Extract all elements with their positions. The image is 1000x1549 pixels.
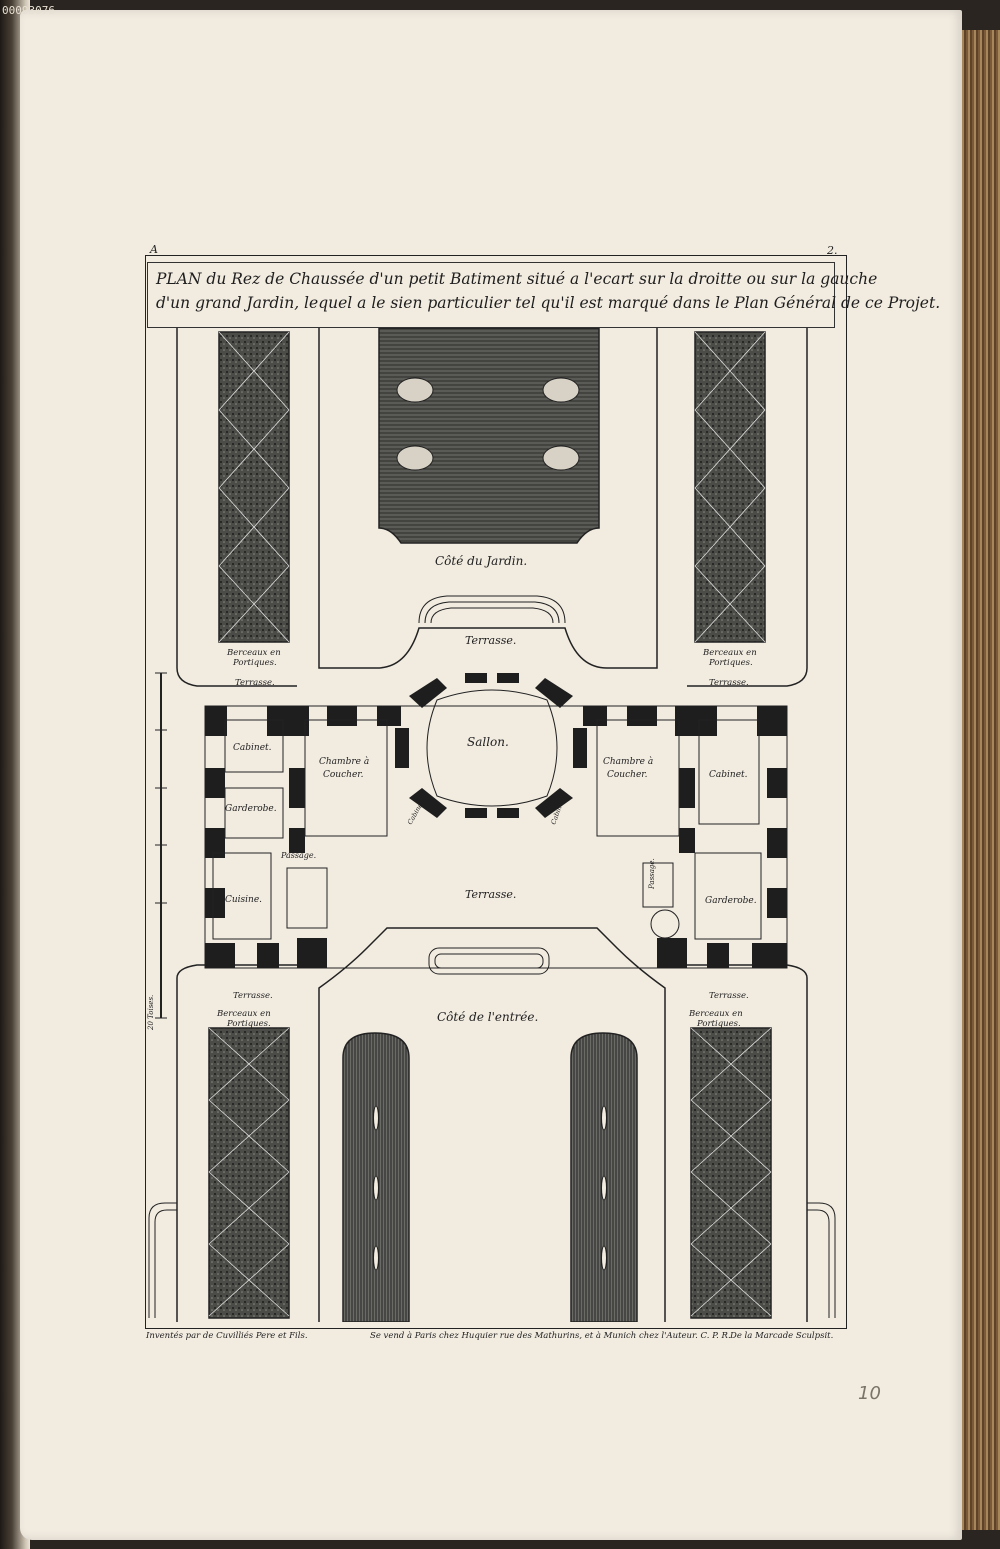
label-cabinet-left: Cabinet. <box>233 743 272 753</box>
label-berceaux-ll-1: Berceaux en <box>216 1009 271 1019</box>
label-scale: 20 Toises. <box>147 995 155 1031</box>
accession-number: 00093076 <box>2 4 55 17</box>
label-cabinet-right: Cabinet. <box>709 770 748 780</box>
label-chambre-right-2: Coucher. <box>607 770 648 780</box>
label-cuisine: Cuisine. <box>225 895 262 905</box>
label-berceaux-ul-1: Berceaux en <box>226 648 281 658</box>
label-terrasse-top: Terrasse. <box>465 634 516 647</box>
label-berceaux-lr-2: Portiques. <box>696 1019 741 1029</box>
credit-inventor: Inventés par de Cuvilliés Pere et Fils. <box>146 1331 308 1341</box>
arbour-upper-left <box>218 331 290 643</box>
building <box>204 673 788 969</box>
book-page-edges <box>960 30 1000 1530</box>
label-berceaux-ur-1: Berceaux en <box>702 648 757 658</box>
label-passage-left: Passage. <box>280 851 316 860</box>
label-chambre-left-1: Chambre à <box>319 756 369 767</box>
entrance-steps <box>428 947 550 975</box>
label-cote-entree: Côté de l'entrée. <box>437 1010 538 1024</box>
credit-publisher: Se vend à Paris chez Huquier rue des Mat… <box>370 1331 731 1341</box>
label-berceaux-ur-2: Portiques. <box>708 658 753 668</box>
plate-border <box>145 255 847 1329</box>
plate-title-line-1: PLAN du Rez de Chaussée d'un petit Batim… <box>156 270 878 288</box>
label-passage-right: Passage. <box>648 858 656 890</box>
plate-number: 2. <box>827 244 838 257</box>
label-terrasse-lr: Terrasse. <box>709 991 749 1001</box>
arbour-upper-right <box>694 331 766 643</box>
label-terrasse-ul: Terrasse. <box>235 678 275 688</box>
label-terrasse-ll: Terrasse. <box>233 991 273 1001</box>
pencil-page-number: 10 <box>858 1383 881 1404</box>
entrance-canals <box>342 1032 638 1322</box>
label-garderobe-left: Garderobe. <box>225 804 277 814</box>
garden-steps <box>418 595 566 624</box>
credit-engraver: De la Marcade Sculpsit. <box>730 1331 834 1341</box>
scale-bar <box>155 672 167 1019</box>
label-terrasse-ur: Terrasse. <box>709 678 749 688</box>
arbour-lower-right <box>690 1027 772 1319</box>
label-sallon: Sallon. <box>467 735 509 749</box>
label-berceaux-ll-2: Portiques. <box>226 1019 271 1029</box>
label-cote-jardin: Côté du Jardin. <box>435 554 527 568</box>
label-berceaux-lr-1: Berceaux en <box>688 1009 743 1019</box>
plate-letter: A <box>150 243 158 256</box>
label-garderobe-right: Garderobe. <box>705 896 757 906</box>
garden-pool <box>378 328 600 544</box>
label-chambre-right-1: Chambre à <box>603 756 653 767</box>
label-berceaux-ul-2: Portiques. <box>232 658 277 668</box>
side-stairs <box>148 1202 836 1318</box>
label-cabinet-small-left: Cabinet. <box>406 798 427 826</box>
label-terrasse-middle: Terrasse. <box>465 888 516 901</box>
arbour-lower-left <box>208 1027 290 1319</box>
label-chambre-left-2: Coucher. <box>323 770 364 780</box>
floor-plan-engraving: Côté du Jardin. Terrasse. Terrasse. Terr… <box>147 328 836 1322</box>
plate-title-line-2: d'un grand Jardin, lequel a le sien part… <box>156 294 941 312</box>
